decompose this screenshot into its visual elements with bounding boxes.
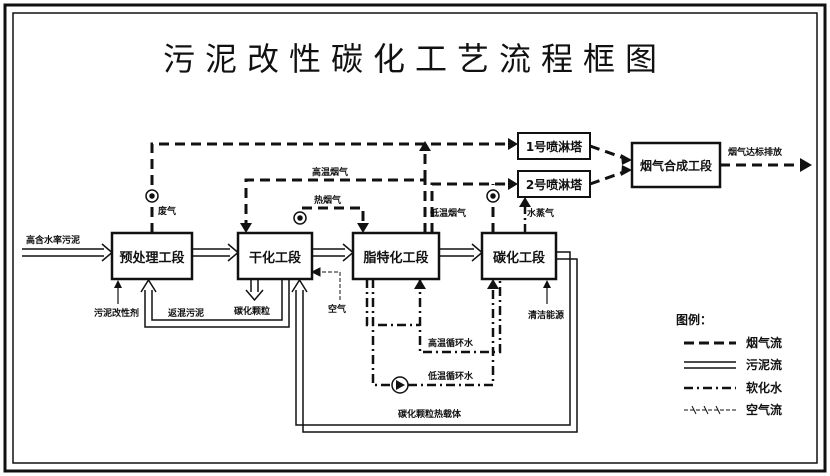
legend: 图例： 烟气流 污泥流 软化水 空气流 bbox=[676, 312, 783, 417]
box-dry: 干化工段 bbox=[236, 231, 314, 281]
box-carbon: 碳化工段 bbox=[480, 231, 558, 281]
label-modifier: 污泥改性剂 bbox=[94, 307, 139, 319]
input-arrows bbox=[117, 284, 548, 304]
input-arrowheads bbox=[114, 280, 551, 288]
label-air: 空气 bbox=[328, 303, 346, 315]
box-synth: 烟气合成工段 bbox=[630, 141, 722, 189]
legend-airflow: 空气流 bbox=[746, 402, 782, 417]
inner-frame bbox=[12, 12, 818, 464]
label-exhaust: 烟气达标排放 bbox=[728, 146, 783, 158]
label-low-temp-gas: 低温烟气 bbox=[429, 207, 466, 219]
label-heat-gas: 热烟气 bbox=[314, 194, 341, 206]
box-lipid-label: 脂特化工段 bbox=[362, 250, 428, 266]
box-carbon-label: 碳化工段 bbox=[493, 250, 545, 266]
outer-frame bbox=[3, 3, 827, 473]
label-high-temp-water: 高温循环水 bbox=[428, 337, 474, 349]
box-pretreat: 预处理工段 bbox=[110, 231, 194, 281]
water-flows bbox=[365, 205, 527, 387]
page-title: 污泥改性碳化工艺流程框图 bbox=[163, 40, 667, 78]
gas-arrowheads bbox=[240, 138, 812, 233]
legend-title: 图例： bbox=[676, 312, 712, 327]
water-arrowheads bbox=[414, 197, 531, 289]
fan-icon bbox=[145, 189, 500, 225]
label-low-temp-water: 低温循环水 bbox=[427, 370, 474, 382]
box-synth-label: 烟气合成工段 bbox=[640, 158, 713, 173]
box-lipid: 脂特化工段 bbox=[351, 231, 441, 281]
pump-icon bbox=[391, 376, 409, 394]
label-return-sludge: 返混污泥 bbox=[168, 307, 204, 319]
air-flow bbox=[310, 267, 341, 300]
box-tower1-label: 1号喷淋塔 bbox=[526, 139, 583, 154]
label-carbon-granule: 碳化颗粒 bbox=[234, 305, 270, 317]
label-water-vapor: 水蒸气 bbox=[527, 207, 554, 219]
box-pretreat-label: 预处理工段 bbox=[119, 250, 184, 266]
box-tower2: 2号喷淋塔 bbox=[517, 170, 591, 198]
label-high-temp-gas: 高温烟气 bbox=[312, 166, 348, 178]
label-carrier: 碳化颗粒热载体 bbox=[398, 408, 462, 420]
label-waste-gas: 废气 bbox=[158, 205, 176, 217]
box-tower2-label: 2号喷淋塔 bbox=[526, 177, 583, 192]
label-sludge-in: 高含水率污泥 bbox=[26, 234, 80, 246]
legend-sludge: 污泥流 bbox=[746, 357, 782, 372]
box-tower1: 1号喷淋塔 bbox=[517, 132, 591, 160]
box-dry-label: 干化工段 bbox=[249, 250, 301, 266]
sludge-flows bbox=[22, 243, 578, 433]
label-clean-energy: 清洁能源 bbox=[528, 309, 564, 321]
legend-water: 软化水 bbox=[746, 380, 783, 395]
legend-gas: 烟气流 bbox=[746, 335, 782, 350]
